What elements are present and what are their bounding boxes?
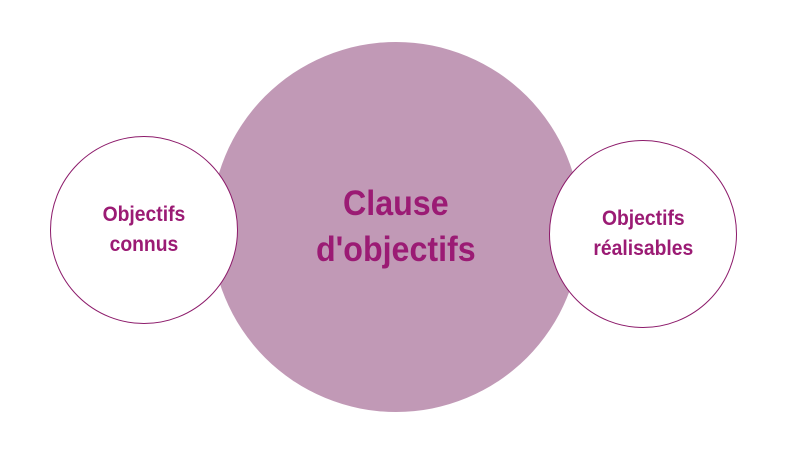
center-circle: Clause d'objectifs xyxy=(211,42,581,412)
right-circle: Objectifs réalisables xyxy=(549,140,737,328)
left-circle: Objectifs connus xyxy=(50,136,238,324)
center-circle-label: Clause d'objectifs xyxy=(316,184,476,269)
right-circle-label: Objectifs réalisables xyxy=(593,207,693,260)
left-circle-label: Objectifs connus xyxy=(102,203,186,256)
